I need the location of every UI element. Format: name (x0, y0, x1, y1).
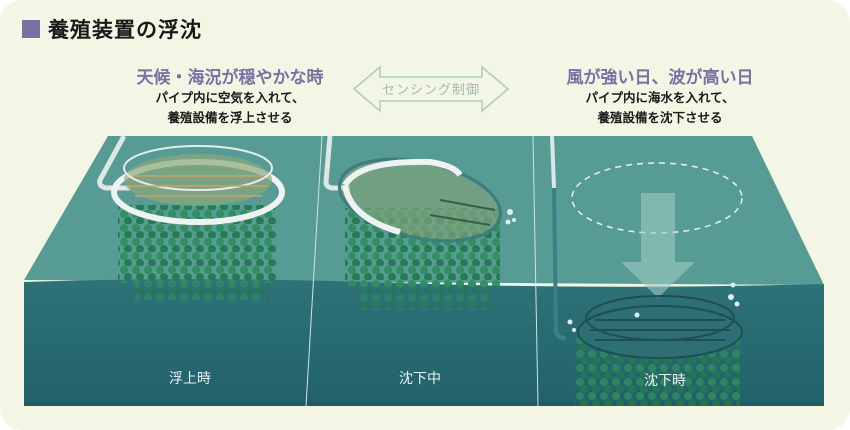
calm-line-2: 養殖設備を浮上させる (167, 110, 293, 125)
calm-condition-heading: 天候・海況が穏やかな時 (136, 68, 324, 88)
sunk-cage (550, 135, 743, 406)
phase-label-sinking: 沈下中 (399, 371, 441, 387)
storm-condition-description: パイプ内に海水を入れて、 養殖設備を沈下させる (530, 88, 790, 128)
panel-divider (305, 135, 323, 407)
storm-condition-heading: 風が強い日、波が高い日 (566, 68, 754, 88)
page-title: 養殖装置の浮沈 (48, 18, 202, 42)
calm-condition-description: パイプ内に空気を入れて、 養殖設備を浮上させる (100, 88, 360, 128)
storm-line-2: 養殖設備を沈下させる (597, 110, 723, 125)
double-arrow-icon (352, 65, 510, 113)
sensing-control-label: センシング制御 (381, 83, 480, 98)
phase-label-floating: 浮上時 (169, 371, 211, 387)
sinking-cage (323, 135, 516, 310)
phase-label-sunk: 沈下時 (644, 373, 686, 389)
floating-cage (97, 134, 285, 300)
down-arrow-icon (621, 193, 695, 298)
panel-divider (532, 135, 539, 407)
storm-line-1: パイプ内に海水を入れて、 (585, 90, 735, 105)
calm-line-1: パイプ内に空気を入れて、 (155, 90, 305, 105)
sensing-control-arrow: センシング制御 (352, 64, 510, 114)
title-row: 養殖装置の浮沈 (22, 14, 202, 44)
title-square-icon (22, 20, 40, 38)
